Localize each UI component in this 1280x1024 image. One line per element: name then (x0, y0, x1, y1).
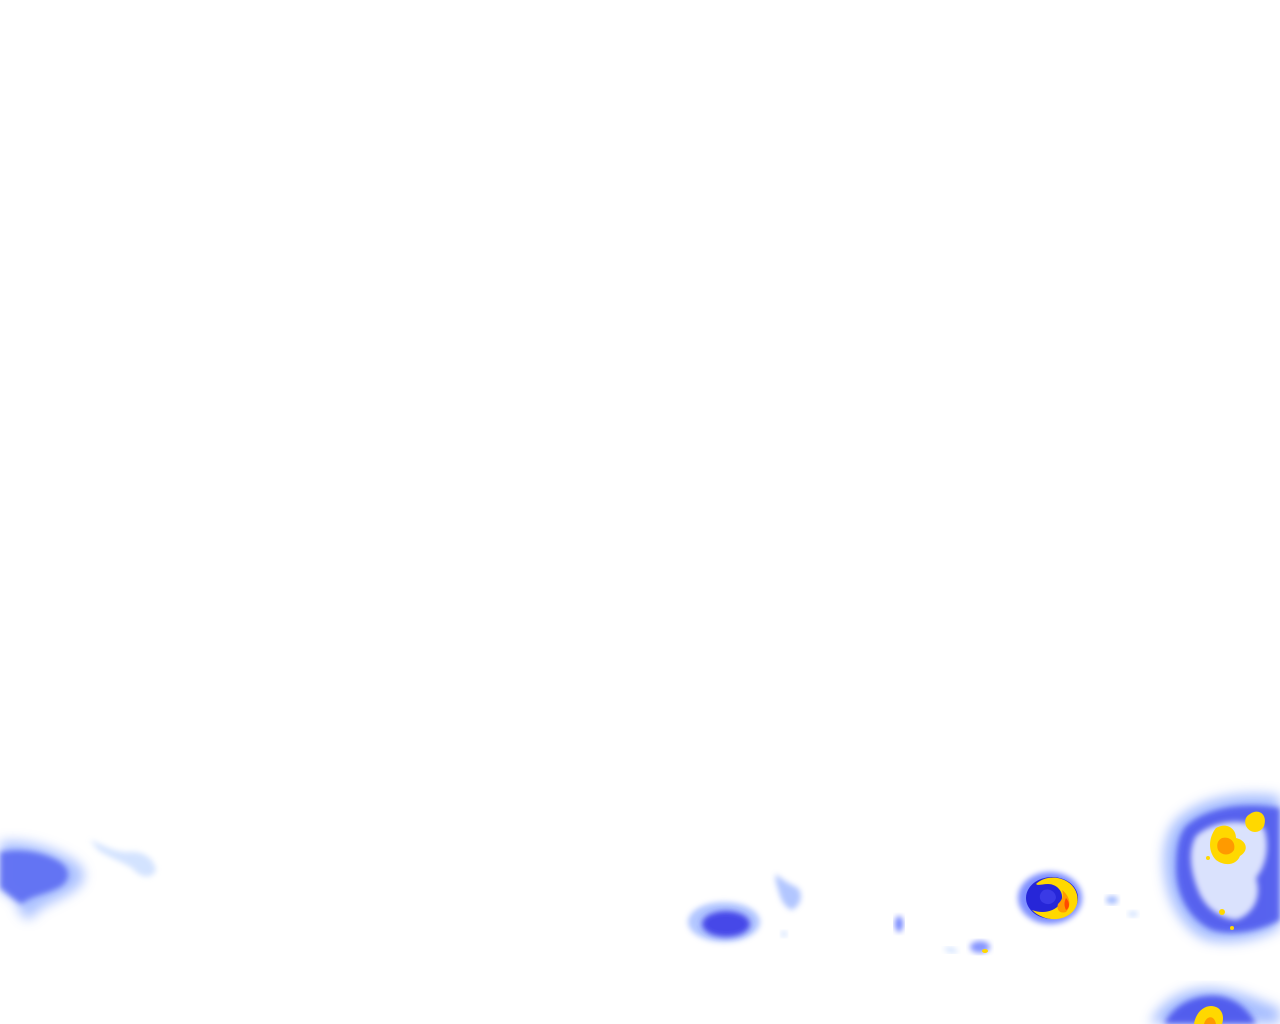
precip-cell-east-wisps (1106, 896, 1138, 917)
precip-cell-ring-storm (1018, 872, 1082, 924)
precip-cell-bottom-storm (1150, 987, 1280, 1024)
precip-cell-west-streak (90, 840, 156, 877)
precip-cell-big-storm-east (1163, 793, 1280, 943)
precip-cell-small-dot-b (944, 941, 990, 953)
precip-cell-center-a (688, 902, 760, 942)
precip-cell-west-blob (0, 840, 85, 919)
precip-cell-small-dot-a (895, 916, 903, 932)
precip-cell-center-wisp (775, 874, 801, 937)
